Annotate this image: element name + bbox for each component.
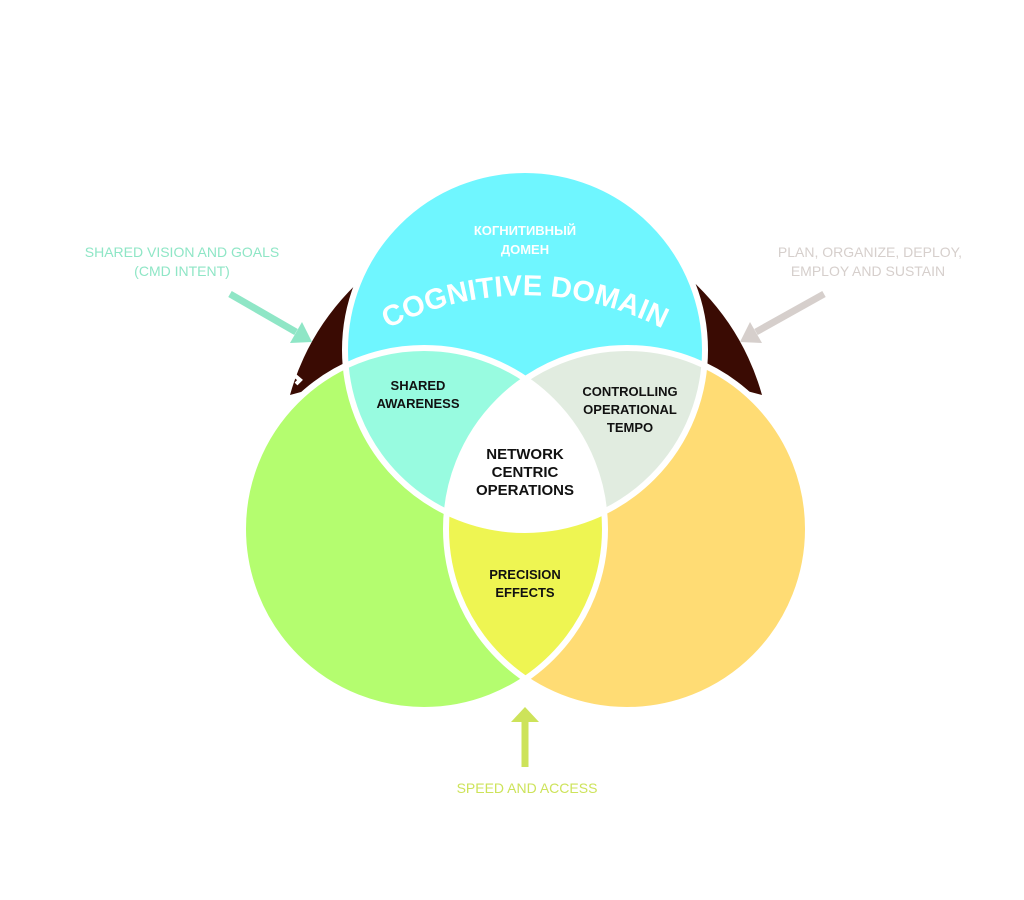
bottom-input-arrow-up-icon: [511, 707, 539, 767]
right-input-line2: EMPLOY AND SUSTAIN: [791, 263, 945, 279]
shared-awareness-line1: SHARED: [391, 378, 446, 393]
bottom-input-label: SPEED AND ACCESS: [457, 780, 598, 796]
left-input-arrow-icon: [228, 290, 312, 343]
controlling-tempo-line2: OPERATIONAL: [583, 402, 677, 417]
circle-outlines: [240, 167, 811, 713]
network-centric-region: [446, 348, 605, 530]
network-centric-line3: OPERATIONS: [476, 482, 574, 499]
right-input-line1: PLAN, ORGANIZE, DEPLOY,: [778, 244, 962, 260]
precision-effects-line1: PRECISION: [489, 567, 561, 582]
controlling-tempo-line1: CONTROLLING: [582, 384, 677, 399]
cognitive-ru-line1: КОГНИТИВНЫЙ: [474, 223, 576, 238]
network-centric-line2: CENTRIC: [492, 464, 559, 481]
network-centric-line1: NETWORK: [486, 446, 564, 463]
controlling-tempo-line3: TEMPO: [607, 420, 653, 435]
social-ring-end-mark: [284, 366, 303, 386]
left-input-line1: SHARED VISION AND GOALS: [85, 244, 280, 260]
left-input-line2: (CMD INTENT): [134, 263, 230, 279]
right-input-arrow-icon: [740, 290, 826, 343]
shared-awareness-line2: AWARENESS: [376, 396, 459, 411]
precision-effects-line2: EFFECTS: [495, 585, 555, 600]
cognitive-ru-line2: ДОМЕН: [501, 242, 549, 257]
